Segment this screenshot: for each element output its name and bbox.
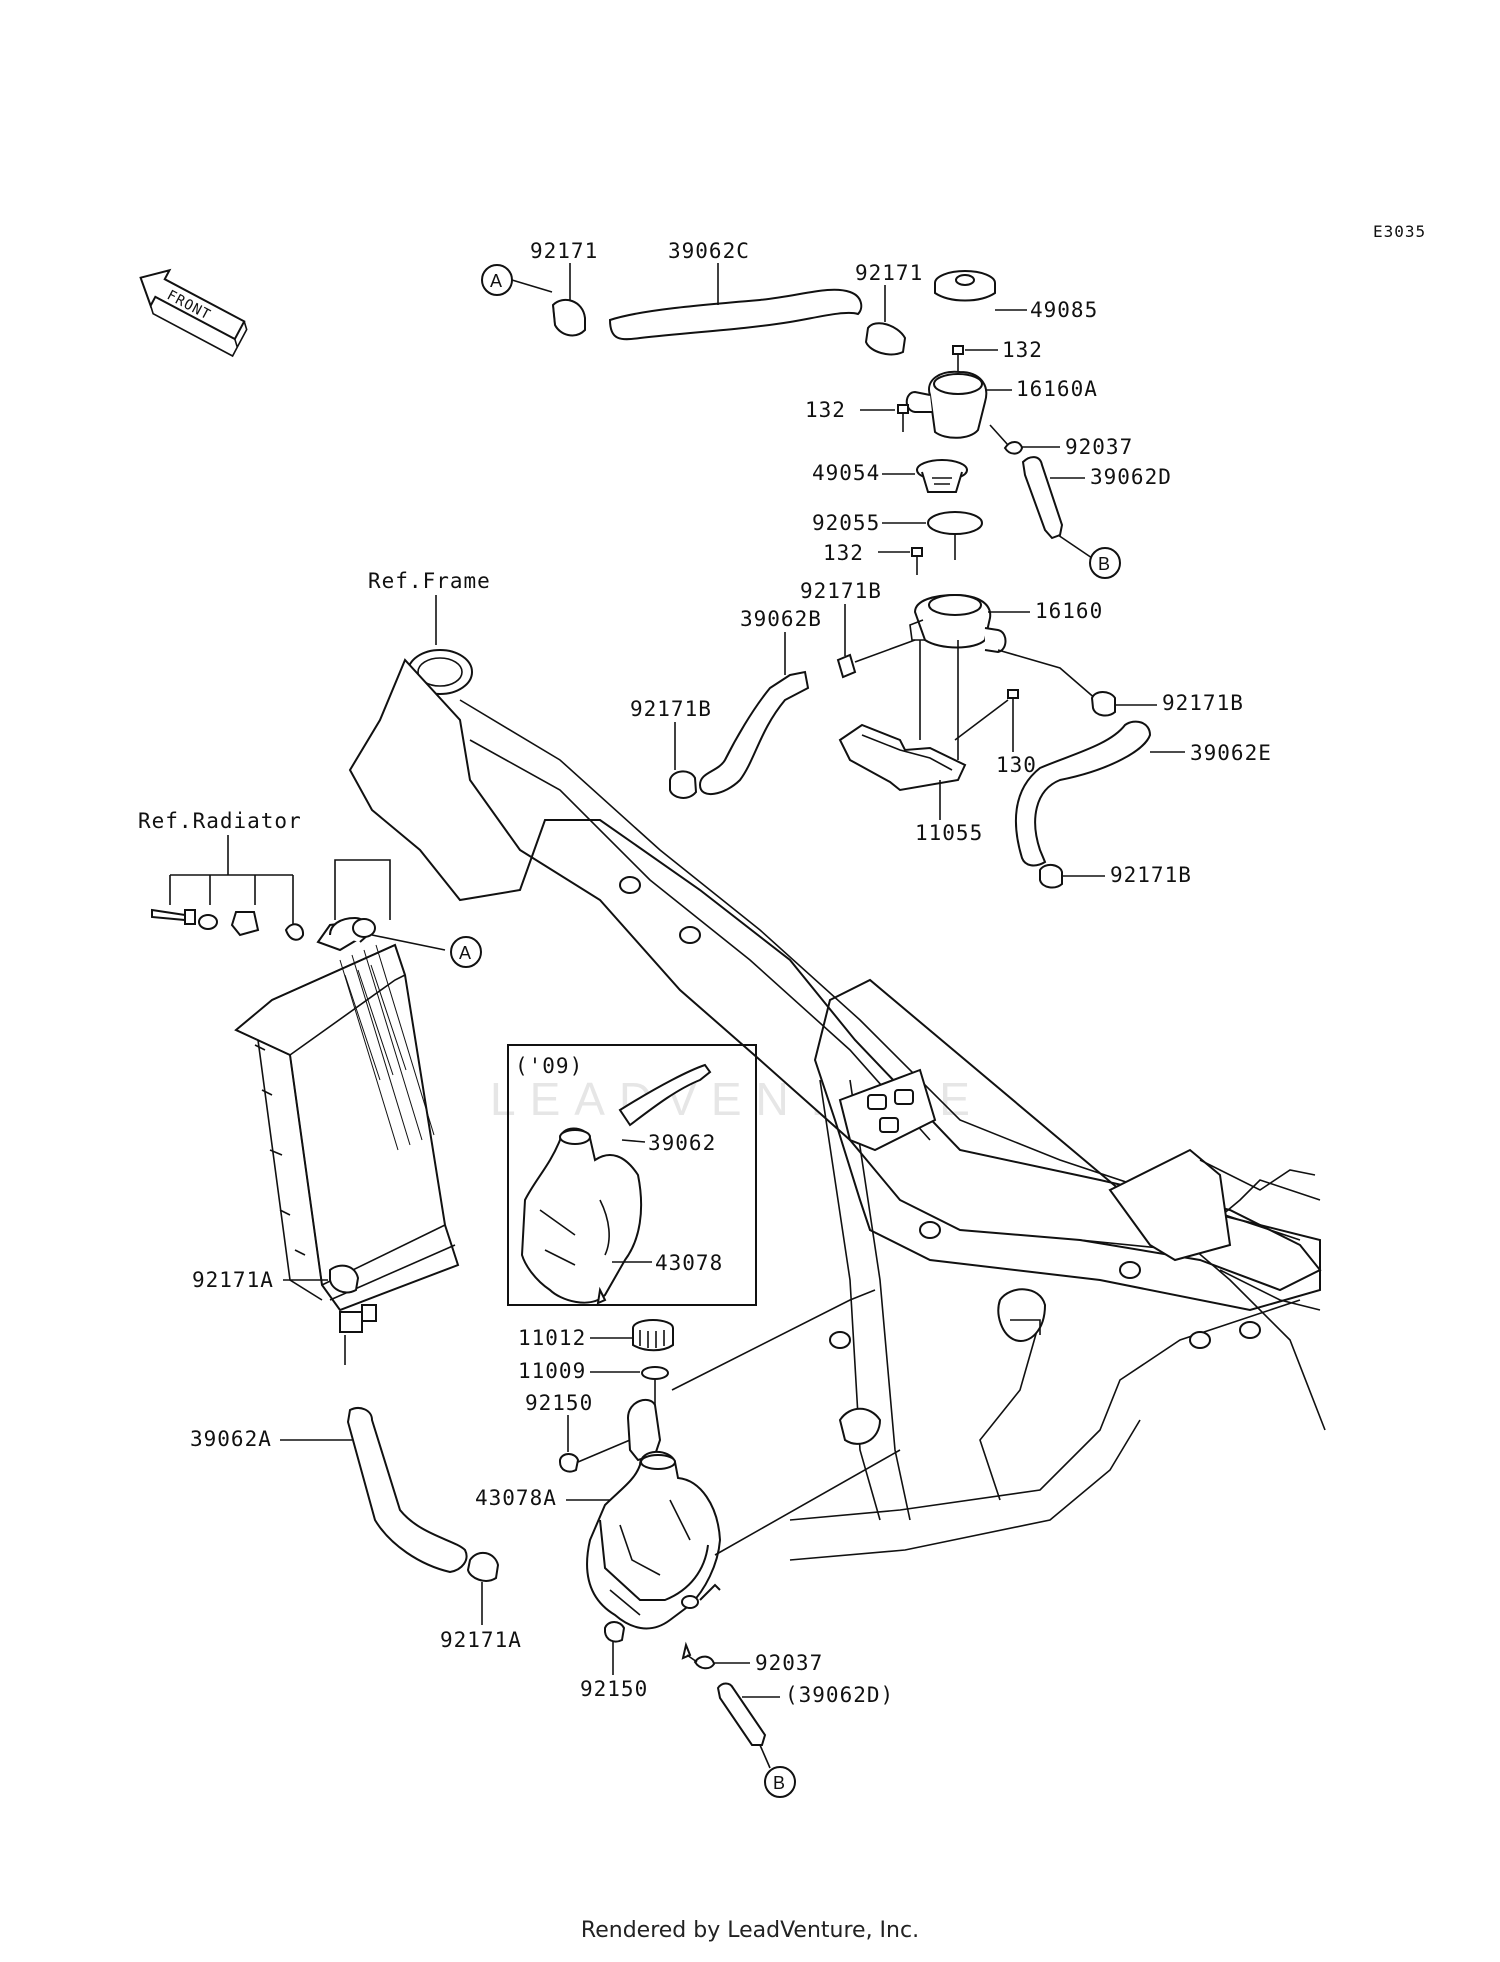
inset-label-43078: 43078 xyxy=(655,1251,723,1275)
label-39062e: 39062E xyxy=(1190,741,1272,765)
label-92037-top: 92037 xyxy=(1065,435,1133,459)
callout-b-top xyxy=(1089,547,1121,579)
gasket-11009 xyxy=(641,1366,669,1380)
hose-39062c xyxy=(608,288,863,341)
label-16160a: 16160A xyxy=(1016,377,1098,401)
callout-b-bottom xyxy=(764,1766,796,1798)
ref-radiator-label: Ref.Radiator xyxy=(138,809,302,833)
clamp-92171b-c xyxy=(1090,691,1116,717)
hose-39062a xyxy=(346,1407,468,1574)
bolt-132-a xyxy=(952,345,964,372)
label-43078a: 43078A xyxy=(475,1486,557,1510)
label-92150-a: 92150 xyxy=(525,1391,593,1415)
callout-a-bottom-text: A xyxy=(459,943,471,963)
thermostat-housing-16160 xyxy=(909,593,1007,654)
reservoir-43078a xyxy=(586,1398,722,1660)
radiator-mount-bolts xyxy=(151,908,305,941)
label-92171b-a: 92171B xyxy=(800,579,882,603)
label-16160: 16160 xyxy=(1035,599,1103,623)
thermostat-housing-16160a xyxy=(905,370,988,439)
callout-b-bottom-text: B xyxy=(773,1773,785,1793)
label-39062d: 39062D xyxy=(1090,465,1172,489)
hose-39062e xyxy=(1014,720,1152,867)
radiator-cap-49085 xyxy=(934,270,996,302)
label-49085: 49085 xyxy=(1030,298,1098,322)
inset-label-39062: 39062 xyxy=(648,1131,716,1155)
clamp-92171a-a xyxy=(329,1264,360,1294)
bolt-130 xyxy=(1007,689,1019,712)
hose-39062d xyxy=(1021,456,1064,540)
clamp-92171-mid xyxy=(864,322,907,356)
label-92171-top-left: 92171 xyxy=(530,239,598,263)
inset-title: ('09) xyxy=(515,1054,583,1078)
label-11009: 11009 xyxy=(518,1359,586,1383)
bolt-132-c xyxy=(911,547,923,575)
label-92037-bottom: 92037 xyxy=(755,1651,823,1675)
label-39062b: 39062B xyxy=(740,607,822,631)
label-92055: 92055 xyxy=(812,511,880,535)
hose-39062d-lower xyxy=(716,1682,767,1746)
callout-a-top-text: A xyxy=(490,271,502,291)
clamp-92171-left xyxy=(551,298,586,337)
clip-92037-top xyxy=(1003,441,1024,455)
label-92171a-a: 92171A xyxy=(192,1268,274,1292)
bracket-11055 xyxy=(838,723,967,792)
reservoir-cap-11012 xyxy=(632,1319,674,1352)
front-arrow-icon: FRONT xyxy=(139,268,248,358)
label-92171a-b: 92171A xyxy=(440,1628,522,1652)
clamp-92171b-d xyxy=(1039,864,1063,889)
bolt-132-b xyxy=(897,404,909,432)
label-92171b-b: 92171B xyxy=(630,697,712,721)
thermostat-49054 xyxy=(916,459,968,493)
hose-39062b xyxy=(698,670,810,795)
label-39062d-paren: (39062D) xyxy=(785,1683,894,1707)
inset-reservoir-43078 xyxy=(520,1063,712,1305)
o-ring-92055 xyxy=(927,511,983,535)
callout-a-bottom xyxy=(450,936,482,968)
bolt-92150-b xyxy=(604,1621,626,1643)
label-132-a: 132 xyxy=(1002,338,1043,362)
footer-rendered-by: Rendered by LeadVenture, Inc. xyxy=(580,1918,920,1943)
label-11055: 11055 xyxy=(915,821,983,845)
callout-b-top-text: B xyxy=(1098,554,1110,574)
clamp-92171b-b xyxy=(669,770,698,799)
motorcycle-frame xyxy=(348,649,1326,1561)
clip-92037-bottom xyxy=(693,1655,716,1670)
clamp-92171b-a xyxy=(836,653,857,679)
label-49054: 49054 xyxy=(812,461,880,485)
label-132-b: 132 xyxy=(805,398,846,422)
label-39062c: 39062C xyxy=(668,239,750,263)
clamp-92171a-b xyxy=(466,1551,500,1582)
label-92150-b: 92150 xyxy=(580,1677,648,1701)
label-39062a: 39062A xyxy=(190,1427,272,1451)
label-130: 130 xyxy=(996,753,1037,777)
label-92171b-c: 92171B xyxy=(1162,691,1244,715)
label-92171-top-mid: 92171 xyxy=(855,261,923,285)
label-11012: 11012 xyxy=(518,1326,586,1350)
ref-frame-label: Ref.Frame xyxy=(368,569,491,593)
label-92171b-d: 92171B xyxy=(1110,863,1192,887)
diagram-code: E3035 xyxy=(1373,222,1426,241)
label-132-c: 132 xyxy=(823,541,864,565)
bolt-92150-a xyxy=(559,1453,580,1473)
inset-box-09 xyxy=(507,1044,757,1306)
